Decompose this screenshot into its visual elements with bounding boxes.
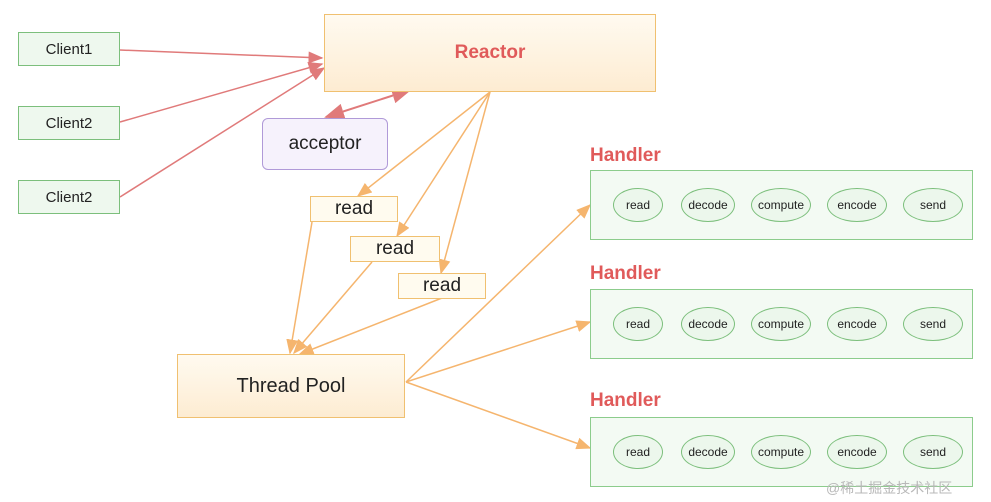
handler-box-3: read decode compute encode send [590, 417, 973, 487]
handler-box-1: read decode compute encode send [590, 170, 973, 240]
handler-2-step-compute: compute [751, 307, 811, 341]
acceptor-node: acceptor [262, 118, 388, 170]
reactor-to-read1-arrow [356, 91, 491, 197]
handler-title-3: Handler [590, 390, 661, 411]
pool-to-handler1-arrow [405, 203, 592, 383]
read-node-2: read [350, 236, 440, 262]
reactor-to-read3-arrow [438, 91, 491, 275]
handler-3-step-encode: encode [827, 435, 887, 469]
handler-2-step-encode: encode [827, 307, 887, 341]
handler-1-step-read: read [613, 188, 663, 222]
reactor-to-read2-arrow [396, 91, 491, 238]
reactor-node: Reactor [324, 14, 656, 92]
client-node-1: Client1 [18, 32, 120, 66]
pool-to-handler2-arrow [405, 320, 592, 383]
handler-3-step-read: read [613, 435, 663, 469]
handler-3-step-compute: compute [751, 435, 811, 469]
handler-3-step-send: send [903, 435, 963, 469]
thread-pool-node: Thread Pool [177, 354, 405, 418]
read3-to-pool-arrow [298, 297, 443, 355]
handler-1-step-compute: compute [751, 188, 811, 222]
handler-1-step-encode: encode [827, 188, 887, 222]
read-node-3: read [398, 273, 486, 299]
handler-1-step-decode: decode [681, 188, 735, 222]
client1-to-reactor-arrow [119, 49, 324, 64]
client2-to-reactor-arrow [119, 61, 324, 123]
handler-1-step-send: send [903, 188, 963, 222]
handler-box-2: read decode compute encode send [590, 289, 973, 359]
read-node-1: read [310, 196, 398, 222]
read2-to-pool-arrow [293, 261, 373, 355]
handler-title-1: Handler [590, 145, 661, 166]
handler-3-step-decode: decode [681, 435, 735, 469]
handler-2-step-read: read [613, 307, 663, 341]
client-node-2: Client2 [18, 106, 120, 140]
handler-2-step-send: send [903, 307, 963, 341]
read1-to-pool-arrow [286, 221, 313, 355]
client-node-3: Client2 [18, 180, 120, 214]
handler-title-2: Handler [590, 263, 661, 284]
watermark-text: @稀土掘金技术社区 [826, 480, 953, 496]
handler-2-step-decode: decode [681, 307, 735, 341]
client3-to-reactor-arrow [119, 67, 326, 198]
acceptor-reactor-arrow [324, 87, 412, 120]
pool-to-handler3-arrow [405, 381, 592, 450]
